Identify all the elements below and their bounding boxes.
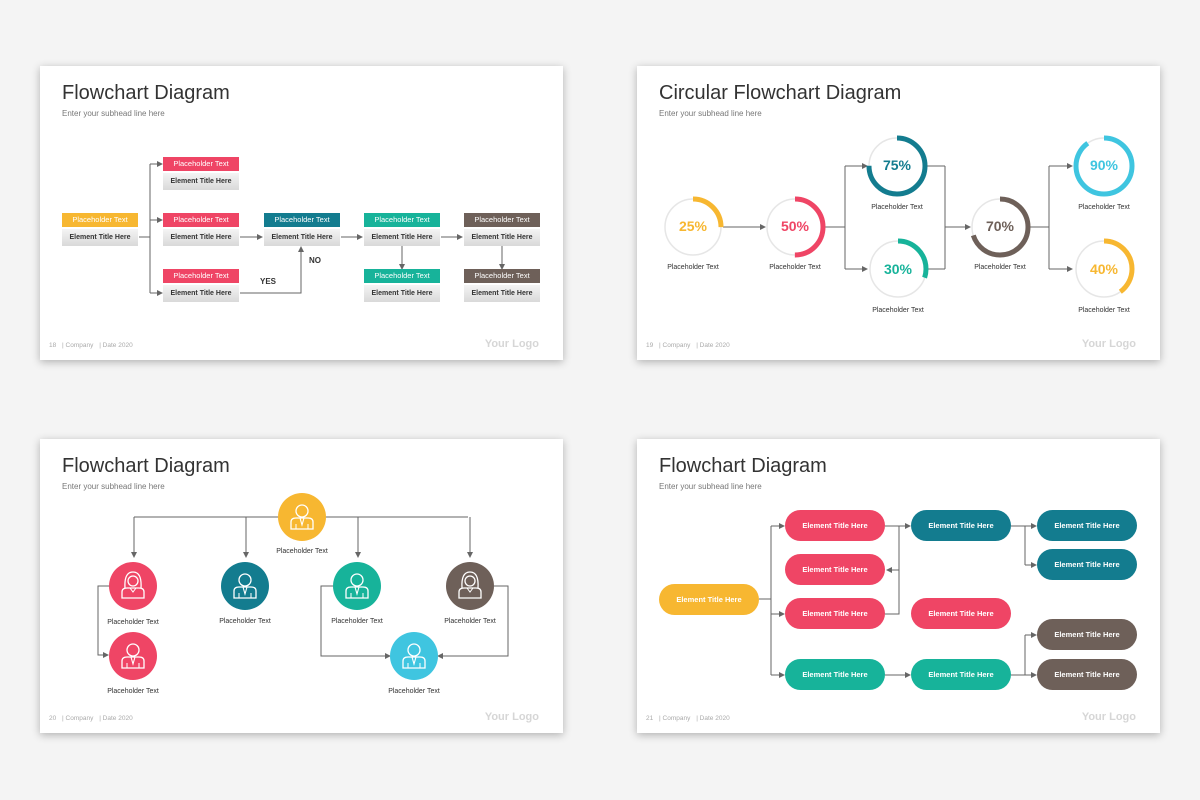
slide-subhead: Enter your subhead line here	[659, 482, 762, 491]
company-text: | Company	[62, 715, 94, 722]
percent-value: 70%	[985, 218, 1015, 234]
element-pill: Element Title Here	[785, 598, 885, 629]
node-header: Placeholder Text	[62, 213, 138, 227]
circle-label: Placeholder Text	[769, 264, 821, 271]
person-label: Placeholder Text	[107, 688, 159, 695]
element-pill: Element Title Here	[1037, 619, 1137, 650]
node-title: Element Title Here	[62, 229, 138, 246]
circle-label: Placeholder Text	[1078, 204, 1130, 211]
person-label: Placeholder Text	[107, 619, 159, 626]
percent-value: 40%	[1089, 261, 1119, 277]
slide-footer: 18 | Company | Date 2020	[49, 342, 137, 349]
page-number: 21	[646, 715, 654, 722]
progress-ring	[866, 135, 928, 197]
circle-label: Placeholder Text	[1078, 307, 1130, 314]
no-label: NO	[309, 256, 321, 265]
page-number: 20	[49, 715, 57, 722]
slide-flowchart-pills[interactable]: Flowchart Diagram Enter your subhead lin…	[637, 439, 1160, 733]
node-title: Element Title Here	[163, 285, 239, 302]
company-text: | Company	[659, 342, 691, 349]
slide-footer: 20 | Company | Date 2020	[49, 715, 137, 722]
node-title: Element Title Here	[264, 229, 340, 246]
element-pill: Element Title Here	[911, 598, 1011, 629]
slide-title: Flowchart Diagram	[659, 455, 827, 477]
percent-value: 30%	[883, 261, 913, 277]
logo: Your Logo	[484, 711, 539, 723]
node-title: Element Title Here	[464, 285, 540, 302]
node-header: Placeholder Text	[264, 213, 340, 227]
page-number: 19	[646, 342, 654, 349]
pill-connectors	[759, 523, 1037, 678]
date-text: | Date 2020	[99, 342, 133, 349]
circle-label: Placeholder Text	[974, 264, 1026, 271]
progress-ring	[969, 196, 1031, 258]
logo: Your Logo	[484, 338, 539, 350]
progress-ring	[867, 238, 929, 300]
progress-ring	[662, 196, 724, 258]
progress-ring	[764, 196, 826, 258]
progress-ring	[1073, 238, 1135, 300]
node-header: Placeholder Text	[163, 157, 239, 171]
percent-value: 50%	[780, 218, 810, 234]
yes-label: YES	[260, 277, 277, 286]
percent-value: 75%	[882, 157, 912, 173]
slide-title: Circular Flowchart Diagram	[659, 82, 902, 104]
element-pill: Element Title Here	[659, 584, 759, 615]
element-pill: Element Title Here	[785, 659, 885, 690]
logo: Your Logo	[1081, 338, 1136, 350]
slide-subhead: Enter your subhead line here	[62, 482, 165, 491]
people-diagram	[97, 493, 509, 680]
node-title: Element Title Here	[163, 229, 239, 246]
date-text: | Date 2020	[99, 715, 133, 722]
slide-circular-flowchart[interactable]: Circular Flowchart Diagram Enter your su…	[637, 66, 1160, 360]
node-header: Placeholder Text	[364, 213, 440, 227]
percent-value: 25%	[678, 218, 708, 234]
element-pill: Element Title Here	[911, 510, 1011, 541]
slide-title: Flowchart Diagram	[62, 82, 230, 104]
node-header: Placeholder Text	[163, 269, 239, 283]
page-number: 18	[49, 342, 57, 349]
percent-value: 90%	[1089, 157, 1119, 173]
circular-diagram	[662, 135, 1135, 300]
slide-footer: 19 | Company | Date 2020	[646, 342, 734, 349]
connector-lines	[139, 161, 505, 296]
element-pill: Element Title Here	[785, 510, 885, 541]
slide-flowchart-people[interactable]: Flowchart Diagram Enter your subhead lin…	[40, 439, 563, 733]
node-title: Element Title Here	[364, 229, 440, 246]
element-pill: Element Title Here	[1037, 510, 1137, 541]
company-text: | Company	[659, 715, 691, 722]
slide-flowchart-1[interactable]: Flowchart Diagram Enter your subhead lin…	[40, 66, 563, 360]
logo: Your Logo	[1081, 711, 1136, 723]
company-text: | Company	[62, 342, 94, 349]
person-label: Placeholder Text	[388, 688, 440, 695]
date-text: | Date 2020	[696, 715, 730, 722]
date-text: | Date 2020	[696, 342, 730, 349]
progress-ring	[1073, 135, 1135, 197]
node-header: Placeholder Text	[464, 213, 540, 227]
element-pill: Element Title Here	[911, 659, 1011, 690]
element-pill: Element Title Here	[1037, 549, 1137, 580]
element-pill: Element Title Here	[1037, 659, 1137, 690]
node-header: Placeholder Text	[464, 269, 540, 283]
element-pill: Element Title Here	[785, 554, 885, 585]
person-label: Placeholder Text	[276, 548, 328, 555]
person-label: Placeholder Text	[444, 618, 496, 625]
slide-title: Flowchart Diagram	[62, 455, 230, 477]
node-header: Placeholder Text	[364, 269, 440, 283]
circle-label: Placeholder Text	[871, 204, 923, 211]
node-title: Element Title Here	[464, 229, 540, 246]
circle-label: Placeholder Text	[872, 307, 924, 314]
person-label: Placeholder Text	[331, 618, 383, 625]
person-label: Placeholder Text	[219, 618, 271, 625]
slide-footer: 21 | Company | Date 2020	[646, 715, 734, 722]
slide-subhead: Enter your subhead line here	[659, 109, 762, 118]
node-title: Element Title Here	[364, 285, 440, 302]
node-title: Element Title Here	[163, 173, 239, 190]
circle-label: Placeholder Text	[667, 264, 719, 271]
slide-subhead: Enter your subhead line here	[62, 109, 165, 118]
node-header: Placeholder Text	[163, 213, 239, 227]
